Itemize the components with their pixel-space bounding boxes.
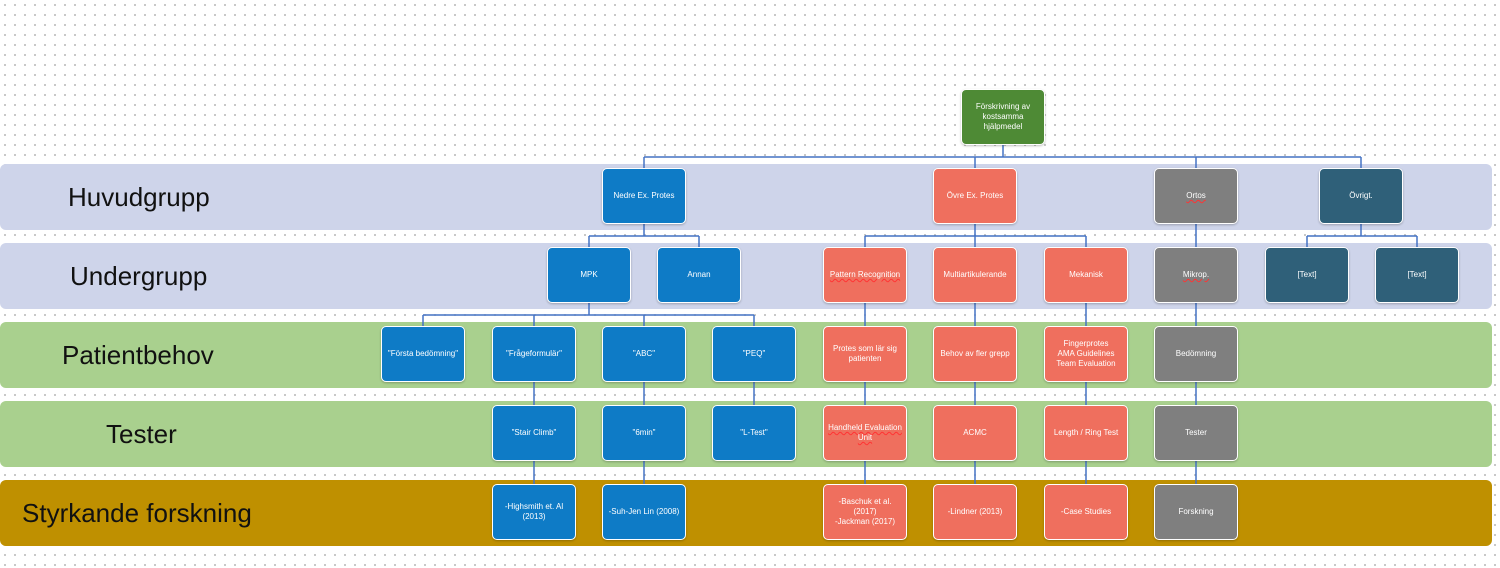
root-node[interactable]: Förskrivning av kostsamma hjälpmedel	[961, 89, 1045, 145]
node-label: "Första bedömning"	[387, 349, 459, 358]
node-label: Multiartikulerande	[943, 270, 1007, 279]
node-label: Övre Ex. Protes	[946, 191, 1004, 200]
node-label: Bedömning	[1175, 349, 1217, 358]
node-annan[interactable]: Annan	[657, 247, 741, 303]
node-acmc[interactable]: ACMC	[933, 405, 1017, 461]
root-label: Förskrivning av kostsamma hjälpmedel	[975, 102, 1031, 131]
node-label: Pattern Recognition	[829, 270, 901, 279]
node-suh-jen-lin[interactable]: -Suh-Jen Lin (2008)	[602, 484, 686, 540]
row-label-huvudgrupp: Huvudgrupp	[68, 182, 210, 212]
node-label: [Text]	[1297, 270, 1317, 279]
node-mpk[interactable]: MPK	[547, 247, 631, 303]
node-label: "L-Test"	[740, 428, 768, 437]
node-text-1[interactable]: [Text]	[1265, 247, 1349, 303]
node-label: [Text]	[1407, 270, 1427, 279]
node-label: "ABC"	[632, 349, 656, 358]
node-behov-fler-grepp[interactable]: Behov av fler grepp	[933, 326, 1017, 382]
node-label-line-1: -Baschuk et al. (2017)	[838, 497, 892, 516]
node-handheld-evaluation[interactable]: Handheld Evaluation Unit	[823, 405, 907, 461]
node-mikrop[interactable]: Mikrop.	[1154, 247, 1238, 303]
node-multiartikulerande[interactable]: Multiartikulerande	[933, 247, 1017, 303]
node-protes-som-lar[interactable]: Protes som lär sig patienten	[823, 326, 907, 382]
node-forskning[interactable]: Forskning	[1154, 484, 1238, 540]
node-label: Annan	[687, 270, 711, 279]
node-peq[interactable]: "PEQ"	[712, 326, 796, 382]
node-label: Tester	[1185, 428, 1207, 437]
band-huvudgrupp	[0, 164, 1492, 230]
node-label: Ortos	[1186, 191, 1206, 200]
node-case-studies[interactable]: -Case Studies	[1044, 484, 1128, 540]
band-undergrupp	[0, 243, 1492, 309]
node-label: Övrigt.	[1349, 191, 1373, 200]
node-ovrigt[interactable]: Övrigt.	[1319, 168, 1403, 224]
node-label: "PEQ"	[742, 349, 766, 358]
node-label: -Lindner (2013)	[947, 507, 1003, 516]
row-label-patientbehov: Patientbehov	[62, 340, 214, 370]
node-length-ring-test[interactable]: Length / Ring Test	[1044, 405, 1128, 461]
node-ortos[interactable]: Ortos	[1154, 168, 1238, 224]
node-label: ACMC	[963, 428, 987, 437]
node-mekanisk[interactable]: Mekanisk	[1044, 247, 1128, 303]
node-ovre-ex-protes[interactable]: Övre Ex. Protes	[933, 168, 1017, 224]
node-tester[interactable]: Tester	[1154, 405, 1238, 461]
node-6min[interactable]: "6min"	[602, 405, 686, 461]
node-label: -Suh-Jen Lin (2008)	[608, 507, 680, 516]
node-l-test[interactable]: "L-Test"	[712, 405, 796, 461]
node-stair-climb[interactable]: "Stair Climb"	[492, 405, 576, 461]
node-label: Mikrop.	[1182, 270, 1210, 279]
node-label: Protes som lär sig patienten	[832, 344, 898, 363]
node-highsmith[interactable]: -Highsmith et. Al (2013)	[492, 484, 576, 540]
node-label: Forskning	[1178, 507, 1214, 516]
node-label: "Stair Climb"	[511, 428, 557, 437]
node-label: -Case Studies	[1060, 507, 1112, 516]
node-baschuk[interactable]: -Baschuk et al. (2017) -Jackman (2017)	[823, 484, 907, 540]
node-label: Length / Ring Test	[1053, 428, 1119, 437]
node-label: -Highsmith et. Al (2013)	[504, 502, 564, 521]
node-bedomning[interactable]: Bedömning	[1154, 326, 1238, 382]
node-nedre-ex-protes[interactable]: Nedre Ex. Protes	[602, 168, 686, 224]
node-label: Behov av fler grepp	[940, 349, 1010, 358]
node-text-2[interactable]: [Text]	[1375, 247, 1459, 303]
node-label-line-1: Fingerprotes	[1063, 339, 1109, 348]
row-label-tester: Tester	[106, 419, 177, 449]
row-label-styrkande: Styrkande forskning	[22, 498, 252, 528]
node-frageformular[interactable]: "Frågeformulär"	[492, 326, 576, 382]
node-label-line-2: -Jackman (2017)	[834, 517, 896, 526]
node-fingerprotes[interactable]: Fingerprotes AMA Guidelines Team Evaluat…	[1044, 326, 1128, 382]
node-abc[interactable]: "ABC"	[602, 326, 686, 382]
node-label: Handheld Evaluation Unit	[828, 423, 902, 442]
node-pattern-recognition[interactable]: Pattern Recognition	[823, 247, 907, 303]
node-lindner[interactable]: -Lindner (2013)	[933, 484, 1017, 540]
node-label: Mekanisk	[1069, 270, 1103, 279]
band-styrkande	[0, 480, 1492, 546]
node-forsta-bedomning[interactable]: "Första bedömning"	[381, 326, 465, 382]
node-label: "6min"	[632, 428, 656, 437]
node-label-line-3: Team Evaluation	[1056, 359, 1116, 368]
node-label: Nedre Ex. Protes	[613, 191, 675, 200]
node-label: MPK	[580, 270, 598, 279]
node-label-line-2: AMA Guidelines	[1057, 349, 1115, 358]
row-label-undergrupp: Undergrupp	[70, 261, 208, 291]
node-label: "Frågeformulär"	[506, 349, 562, 358]
